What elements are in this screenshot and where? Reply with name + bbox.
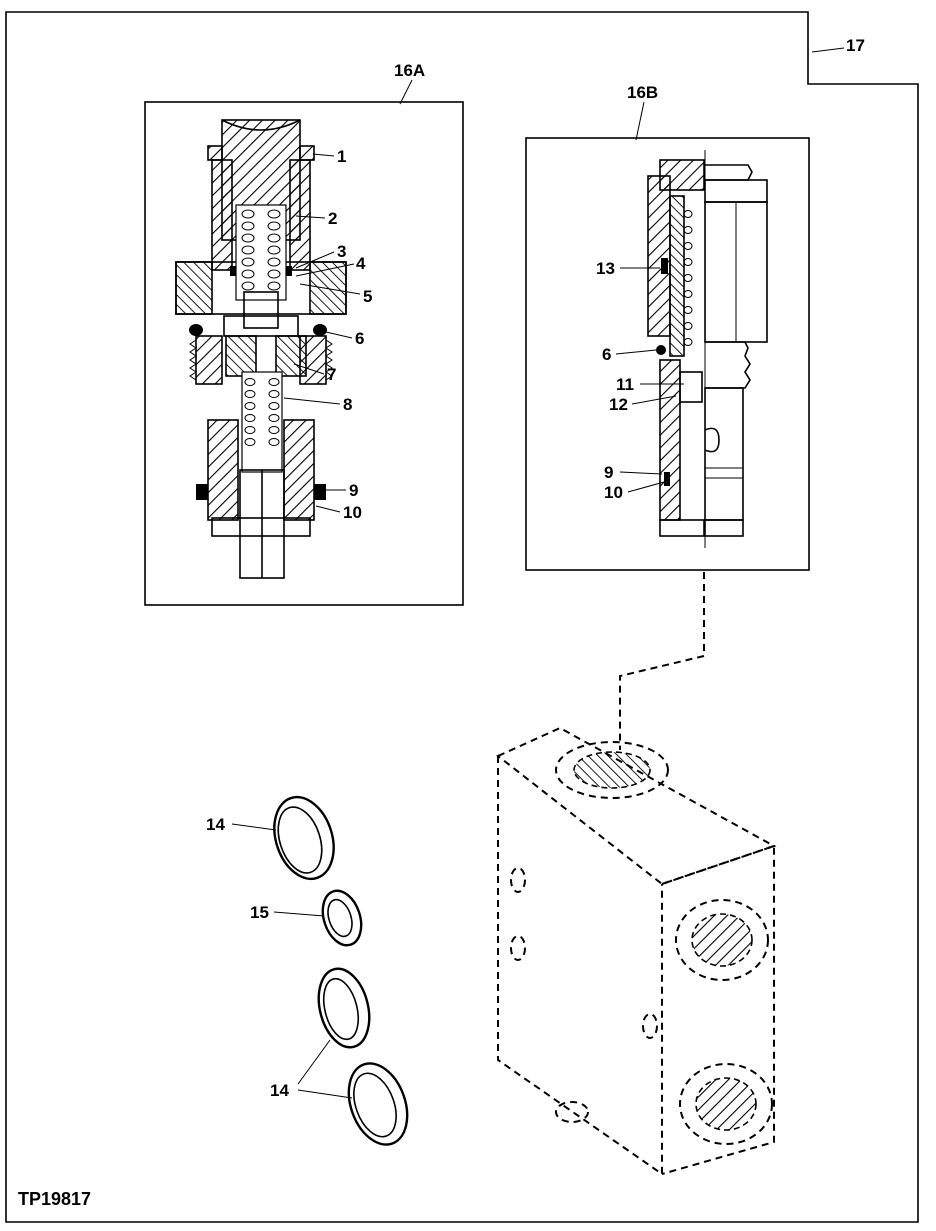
outer-frame (5, 11, 919, 1223)
detail-16a-frame (144, 101, 464, 606)
callout-4: 4 (356, 254, 366, 273)
callout-8: 8 (343, 395, 352, 414)
ring-14-upper (273, 795, 335, 881)
valve-block (496, 726, 777, 1176)
callout-6: 6 (355, 329, 364, 348)
callout-b10: 10 (604, 483, 623, 502)
callout-10: 10 (343, 503, 362, 522)
detail-16a: 1 2 3 4 5 6 7 8 9 10 16A (144, 61, 464, 606)
callout-7: 7 (327, 365, 336, 384)
callouts-16b: 13 6 11 12 9 10 (596, 259, 684, 502)
ring-15 (321, 889, 363, 947)
callout-9: 9 (349, 481, 358, 500)
ring-14-lower (347, 1062, 409, 1146)
callout-14-upper: 14 (206, 815, 225, 834)
ring-14-middle (317, 967, 371, 1049)
callout-15: 15 (250, 903, 269, 922)
detail-16b: 13 6 11 12 9 10 16B (525, 83, 810, 571)
figure-id: TP19817 (18, 1189, 91, 1209)
callout-14-lower: 14 (270, 1081, 289, 1100)
callout-3: 3 (337, 242, 346, 261)
callout-13: 13 (596, 259, 615, 278)
callout-2: 2 (328, 209, 337, 228)
connector-leader (619, 572, 705, 750)
seal-rings: 14 15 14 (206, 795, 409, 1146)
callout-b9: 9 (604, 463, 613, 482)
callout-1: 1 (337, 147, 346, 166)
label-17: 17 (846, 36, 865, 55)
callout-5: 5 (363, 287, 372, 306)
callouts-16a: 1 2 3 4 5 6 7 8 9 10 (283, 147, 372, 522)
callout-11: 11 (616, 375, 634, 394)
label-16a: 16A (394, 61, 425, 80)
label-16b: 16B (627, 83, 658, 102)
callout-12: 12 (609, 395, 628, 414)
detail-16b-frame (525, 137, 810, 571)
callout-b6: 6 (602, 345, 611, 364)
